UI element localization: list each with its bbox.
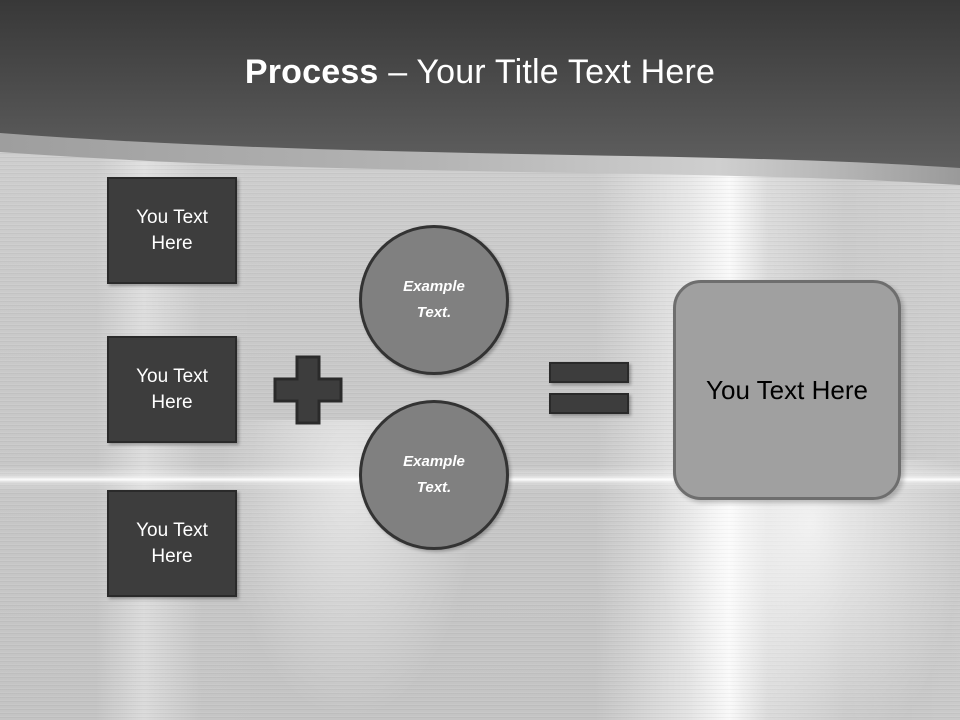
- circle-node-1-line1: Example: [403, 277, 465, 295]
- input-box-3[interactable]: You Text Here: [107, 490, 237, 597]
- circle-node-1[interactable]: Example Text.: [359, 225, 509, 375]
- input-box-1[interactable]: You Text Here: [107, 177, 237, 284]
- result-box-label: You Text Here: [706, 374, 868, 405]
- input-box-2-label: You Text Here: [136, 365, 208, 413]
- circle-node-2[interactable]: Example Text.: [359, 400, 509, 550]
- input-box-3-label: You Text Here: [136, 519, 208, 567]
- input-box-1-label: You Text Here: [136, 206, 208, 254]
- input-box-2[interactable]: You Text Here: [107, 336, 237, 443]
- slide-title: Process – Your Title Text Here: [0, 53, 960, 92]
- result-box[interactable]: You Text Here: [673, 280, 901, 500]
- circle-node-2-line1: Example: [403, 452, 465, 470]
- equals-icon: [549, 362, 629, 414]
- slide-header-band: [0, 0, 960, 250]
- circle-node-2-line2: Text.: [416, 479, 452, 496]
- circle-node-1-line2: Text.: [416, 304, 452, 321]
- slide-title-rest: – Your Title Text Here: [378, 53, 716, 91]
- plus-icon: [273, 355, 343, 425]
- equals-bar-top: [549, 362, 629, 383]
- slide-title-strong: Process: [244, 53, 379, 91]
- equals-bar-bottom: [549, 393, 629, 414]
